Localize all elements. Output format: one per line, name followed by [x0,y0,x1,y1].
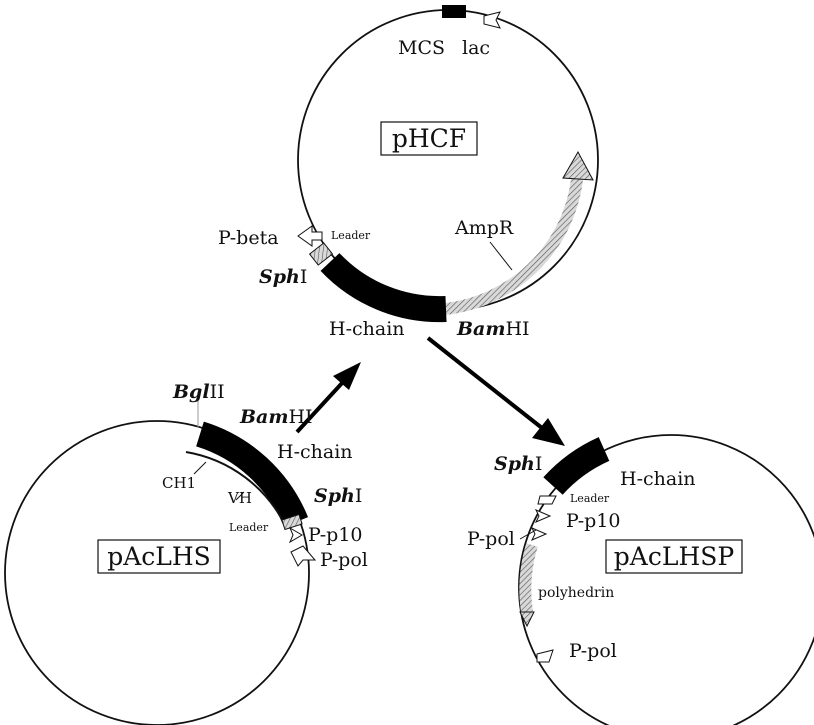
paclhsp-name: pAcLHSP [614,542,734,571]
paclhs-leader-label: Leader [229,521,269,534]
cloning-arrows [295,336,565,446]
phcf-sphi-label: SphI [259,266,307,288]
paclhs-ch1-pointer [193,461,207,475]
phcf-lac-promoter-icon [483,11,501,29]
paclhsp-leader-label: Leader [570,492,610,505]
paclhs-hchain-label: H-chain [277,441,353,463]
paclhs-hchain-insert [195,421,309,528]
phcf-name: pHCF [392,124,466,153]
paclhs-ppol-promoter-icon [290,545,317,567]
arrow-to-phcf-head-icon [333,362,361,390]
paclhsp-ppol-left-label: P-pol [467,528,515,550]
phcf-bamhi-label: BamHI [456,318,530,340]
phcf-pbeta-promoter-icon [297,225,323,247]
paclhs-pp10-promoter-icon [288,526,303,544]
paclhs-vh-pointer [235,491,245,501]
paclhs-ch1-label: CH1 [162,474,196,492]
paclhsp-ppol-bottom-promoter-icon [536,649,554,663]
paclhsp-pp10-label: P-p10 [566,510,621,532]
paclhsp-backbone [518,434,814,725]
paclhsp-polyhedrin-label: polyhedrin [538,585,614,601]
paclhs-ch1-vh-domains [185,451,287,528]
phcf-lac-label: lac [462,37,490,59]
paclhs-leader-block [281,513,303,531]
paclhs-sphi-label: SphI [314,485,362,507]
arrow-to-paclhsp [426,336,544,430]
plasmid-paclhs: pAcLHS BglII BamHI H-chain CH1 VH Leader… [4,381,368,725]
plasmid-paclhsp: pAcLHSP SphI H-chain Leader P-p10 P-pol … [467,434,814,725]
phcf-leader-label: Leader [331,229,371,242]
paclhsp-leader-promoter-icon [537,495,557,505]
paclhs-backbone [4,420,310,725]
paclhs-pp10-label: P-p10 [308,524,363,546]
plasmid-phcf: pHCF MCS lac P-beta Leader AmpR SphI H-c… [218,5,599,340]
paclhsp-pp10-promoter-icon [534,509,552,523]
phcf-mcs-block [442,5,466,18]
phcf-mcs-label: MCS [398,37,445,59]
paclhs-vh-label: VH [227,489,252,507]
arrow-to-phcf [295,380,345,434]
phcf-name-box [380,121,478,156]
paclhsp-polyhedrin-gene [519,543,538,613]
paclhs-name: pAcLHS [107,542,211,571]
paclhs-name-box [97,539,221,574]
paclhs-bamhi-label: BamHI [239,406,313,428]
paclhsp-ppol-promoter-icon [530,527,548,541]
paclhs-ppol-label: P-pol [320,549,368,571]
phcf-hchain-insert [320,252,447,323]
paclhsp-hchain-label: H-chain [620,468,696,490]
paclhsp-ppol-pointer [519,529,537,540]
paclhsp-name-box [605,539,743,574]
paclhsp-ppol-bottom-label: P-pol [569,640,617,662]
phcf-ampr-label: AmpR [454,217,514,239]
phcf-ampr-gene [444,167,584,315]
phcf-pbeta-label: P-beta [218,227,279,249]
arrow-to-paclhsp-head-icon [532,418,565,446]
paclhsp-polyhedrin-arrowhead-icon [519,611,535,628]
paclhsp-hchain-insert [543,437,610,495]
paclhs-bglii-label: BglII [172,381,225,403]
paclhsp-sphi-label: SphI [494,453,542,475]
phcf-leader-block [308,242,334,266]
phcf-hchain-label: H-chain [329,318,405,340]
phcf-ampr-arrowhead-icon [562,150,594,181]
phcf-ampr-pointer [489,241,513,271]
